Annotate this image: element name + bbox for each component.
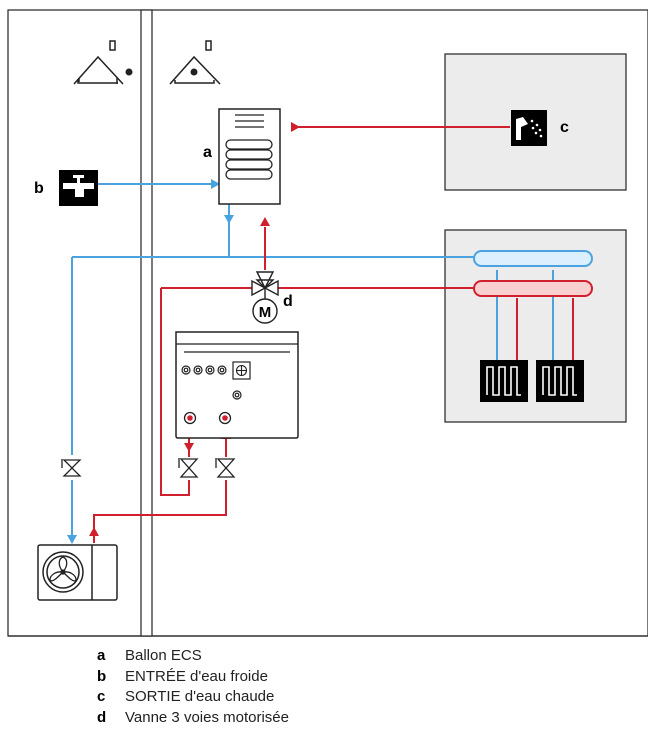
label-d: d <box>283 293 293 310</box>
legend: a Ballon ECS b ENTRÉE d'eau froide c SORTIE… <box>97 646 637 728</box>
hot-water-arrows <box>89 122 300 536</box>
hot-shutoff-valve <box>215 458 236 478</box>
cold-water-pipes <box>71 183 554 540</box>
outdoor-unit <box>37 544 118 601</box>
legend-key: d <box>97 708 107 726</box>
cold-manifold <box>473 250 593 267</box>
legend-item-c: c SORTIE d'eau chaude <box>97 687 637 708</box>
legend-text: Ballon ECS <box>125 647 202 664</box>
underfloor-loop-icon <box>536 360 584 402</box>
legend-item-b: b ENTRÉE d'eau froide <box>97 667 637 688</box>
label-c: c <box>560 119 569 136</box>
legend-text: Vanne 3 voies motorisée <box>125 708 289 726</box>
shower-icon <box>511 110 547 146</box>
legend-item-d: d Vanne 3 voies motorisée <box>97 708 637 729</box>
motor-label: M <box>259 304 272 321</box>
legend-text: SORTIE d'eau chaude <box>125 688 275 705</box>
cold-water-tap-icon <box>59 170 98 206</box>
legend-key: b <box>97 667 107 685</box>
legend-item-a: a Ballon ECS <box>97 646 637 667</box>
valve-motor: M <box>252 298 278 324</box>
label-b: b <box>34 180 44 197</box>
hot-manifold <box>473 280 593 297</box>
frame <box>7 9 648 637</box>
label-a: a <box>203 144 212 161</box>
legend-text: ENTRÉE d'eau froide <box>125 667 268 685</box>
hot-water-tank <box>218 108 281 205</box>
fan-icon <box>49 556 77 582</box>
cold-shutoff-valve <box>61 459 82 477</box>
hot-shutoff-valve <box>178 458 199 478</box>
outdoor-house-icon <box>73 40 133 85</box>
hot-water-pipes <box>93 126 574 543</box>
indoor-unit <box>175 331 299 439</box>
installation-diagram: M <box>7 9 648 637</box>
building-wall <box>140 9 153 637</box>
cold-water-arrows <box>67 179 234 544</box>
legend-key: a <box>97 647 106 664</box>
underfloor-loop-icon <box>480 360 528 402</box>
indoor-house-icon <box>169 40 221 85</box>
legend-key: c <box>97 688 106 705</box>
three-way-valve <box>251 271 279 299</box>
